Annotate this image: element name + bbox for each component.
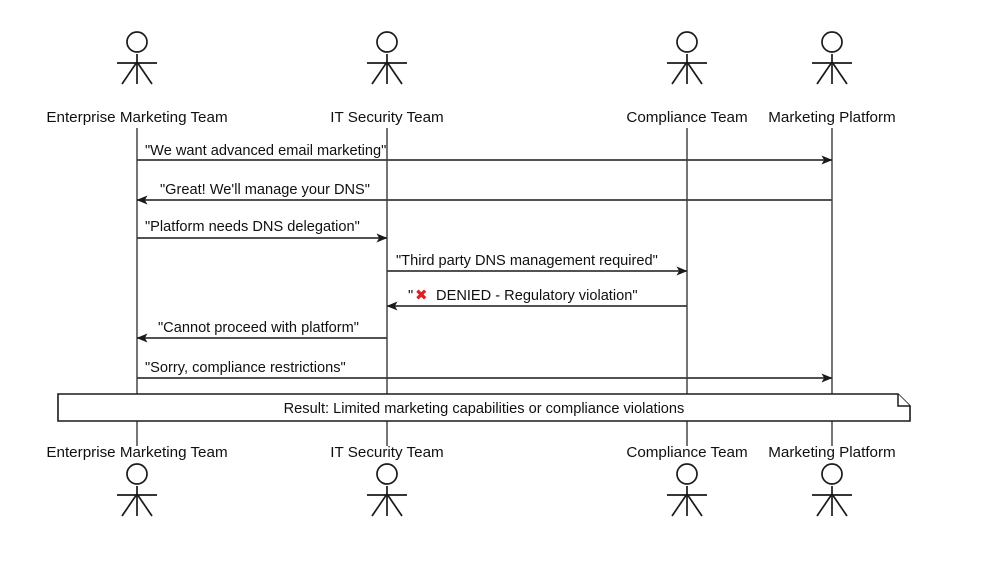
actor-label-enterprise-marketing-team: Enterprise Marketing Team <box>46 444 227 461</box>
actor-enterprise-marketing-team-top[interactable]: Enterprise Marketing Team <box>46 31 228 126</box>
message-3[interactable]: "Platform needs DNS delegation" <box>137 219 388 243</box>
actor-enterprise-marketing-team-bottom[interactable]: Enterprise Marketing Team <box>46 444 228 517</box>
message-4[interactable]: "Third party DNS management required" <box>387 253 688 276</box>
message-label-5: DENIED - Regulatory violation" <box>432 288 638 304</box>
note-fold-corner-icon <box>897 394 910 407</box>
message-5[interactable]: "✖ DENIED - Regulatory violation" <box>386 287 687 311</box>
message-label-prefix-5: " <box>408 288 413 304</box>
actor-label-marketing-platform: Marketing Platform <box>768 109 895 126</box>
message-label-2: "Great! We'll manage your DNS" <box>160 182 370 198</box>
message-group: "We want advanced email marketing" "Great… <box>136 143 833 383</box>
message-label-3: "Platform needs DNS delegation" <box>145 219 360 235</box>
actor-label-enterprise-marketing-team: Enterprise Marketing Team <box>46 109 227 126</box>
result-note: Result: Limited marketing capabilities o… <box>57 393 911 422</box>
actor-label-it-security-team: IT Security Team <box>330 444 443 461</box>
actor-marketing-platform-top[interactable]: Marketing Platform <box>768 31 896 126</box>
actor-marketing-platform-bottom[interactable]: Marketing Platform <box>768 444 896 517</box>
actor-label-marketing-platform: Marketing Platform <box>768 444 895 461</box>
note-text: Result: Limited marketing capabilities o… <box>284 401 685 417</box>
denied-icon: ✖ <box>415 287 428 304</box>
actor-compliance-team-top[interactable]: Compliance Team <box>626 31 748 126</box>
message-label-1: "We want advanced email marketing" <box>145 143 386 159</box>
message-7[interactable]: "Sorry, compliance restrictions" <box>137 360 833 383</box>
note-body <box>57 393 911 422</box>
message-2[interactable]: "Great! We'll manage your DNS" <box>136 182 832 205</box>
actor-compliance-team-bottom[interactable]: Compliance Team <box>626 444 748 517</box>
lifeline-group <box>136 128 833 446</box>
bottom-actor-group: Enterprise Marketing Team IT Security Tea… <box>46 444 896 517</box>
actor-label-it-security-team: IT Security Team <box>330 109 443 126</box>
message-1[interactable]: "We want advanced email marketing" <box>137 143 833 165</box>
message-label-6: "Cannot proceed with platform" <box>158 320 359 336</box>
actor-it-security-team-top[interactable]: IT Security Team <box>330 31 444 126</box>
message-6[interactable]: "Cannot proceed with platform" <box>136 320 387 343</box>
message-label-7: "Sorry, compliance restrictions" <box>145 360 346 376</box>
message-label-4: "Third party DNS management required" <box>396 253 658 269</box>
actor-label-compliance-team: Compliance Team <box>626 109 747 126</box>
top-actor-group: Enterprise Marketing Team IT Security Tea… <box>46 31 896 126</box>
actor-label-compliance-team: Compliance Team <box>626 444 747 461</box>
actor-it-security-team-bottom[interactable]: IT Security Team <box>330 444 444 517</box>
